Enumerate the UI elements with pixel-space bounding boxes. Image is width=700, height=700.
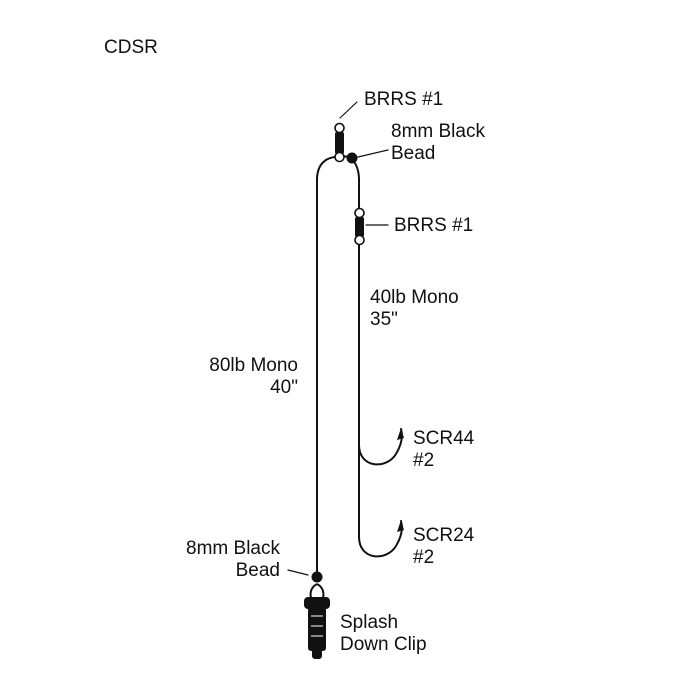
- upper-loop-line: [339, 155, 360, 213]
- hook-scr24-barb: [397, 520, 404, 532]
- diagram-title: CDSR: [104, 37, 158, 58]
- label-main-line1: 80lb Mono: [209, 355, 298, 376]
- hook-scr44-barb: [397, 428, 404, 440]
- callout-swivel-top: [339, 101, 358, 119]
- callout-bead-top: [357, 149, 389, 158]
- splash-down-clip: [304, 583, 330, 659]
- label-clip-line1: Splash: [340, 612, 399, 633]
- label-hook1-line2: #2: [413, 450, 435, 471]
- label-bead-bottom-line2: Bead: [235, 560, 280, 581]
- callout-bead-bottom: [287, 569, 309, 576]
- label-swivel-mid: BRRS #1: [394, 215, 474, 236]
- bead-bottom: [311, 571, 323, 583]
- main-line: [316, 155, 341, 578]
- label-bead-top-line1: 8mm Black: [391, 121, 485, 142]
- label-bead-bottom-line1: 8mm Black: [186, 538, 280, 559]
- swivel-top: [334, 122, 345, 163]
- bead-top: [346, 152, 358, 164]
- label-main-line2: 40": [270, 377, 298, 398]
- label-leader-line2: 35": [370, 309, 398, 330]
- label-bead-top-line2: Bead: [391, 143, 436, 164]
- label-hook1-line1: SCR44: [413, 428, 475, 449]
- label-hook2-line1: SCR24: [413, 525, 475, 546]
- hook-scr24: [358, 469, 403, 558]
- label-hook2-line2: #2: [413, 547, 435, 568]
- swivel-mid: [354, 207, 365, 246]
- hook-scr44: [358, 379, 403, 466]
- label-swivel-top: BRRS #1: [364, 89, 444, 110]
- label-leader-line1: 40lb Mono: [370, 287, 459, 308]
- label-clip-line2: Down Clip: [340, 634, 427, 655]
